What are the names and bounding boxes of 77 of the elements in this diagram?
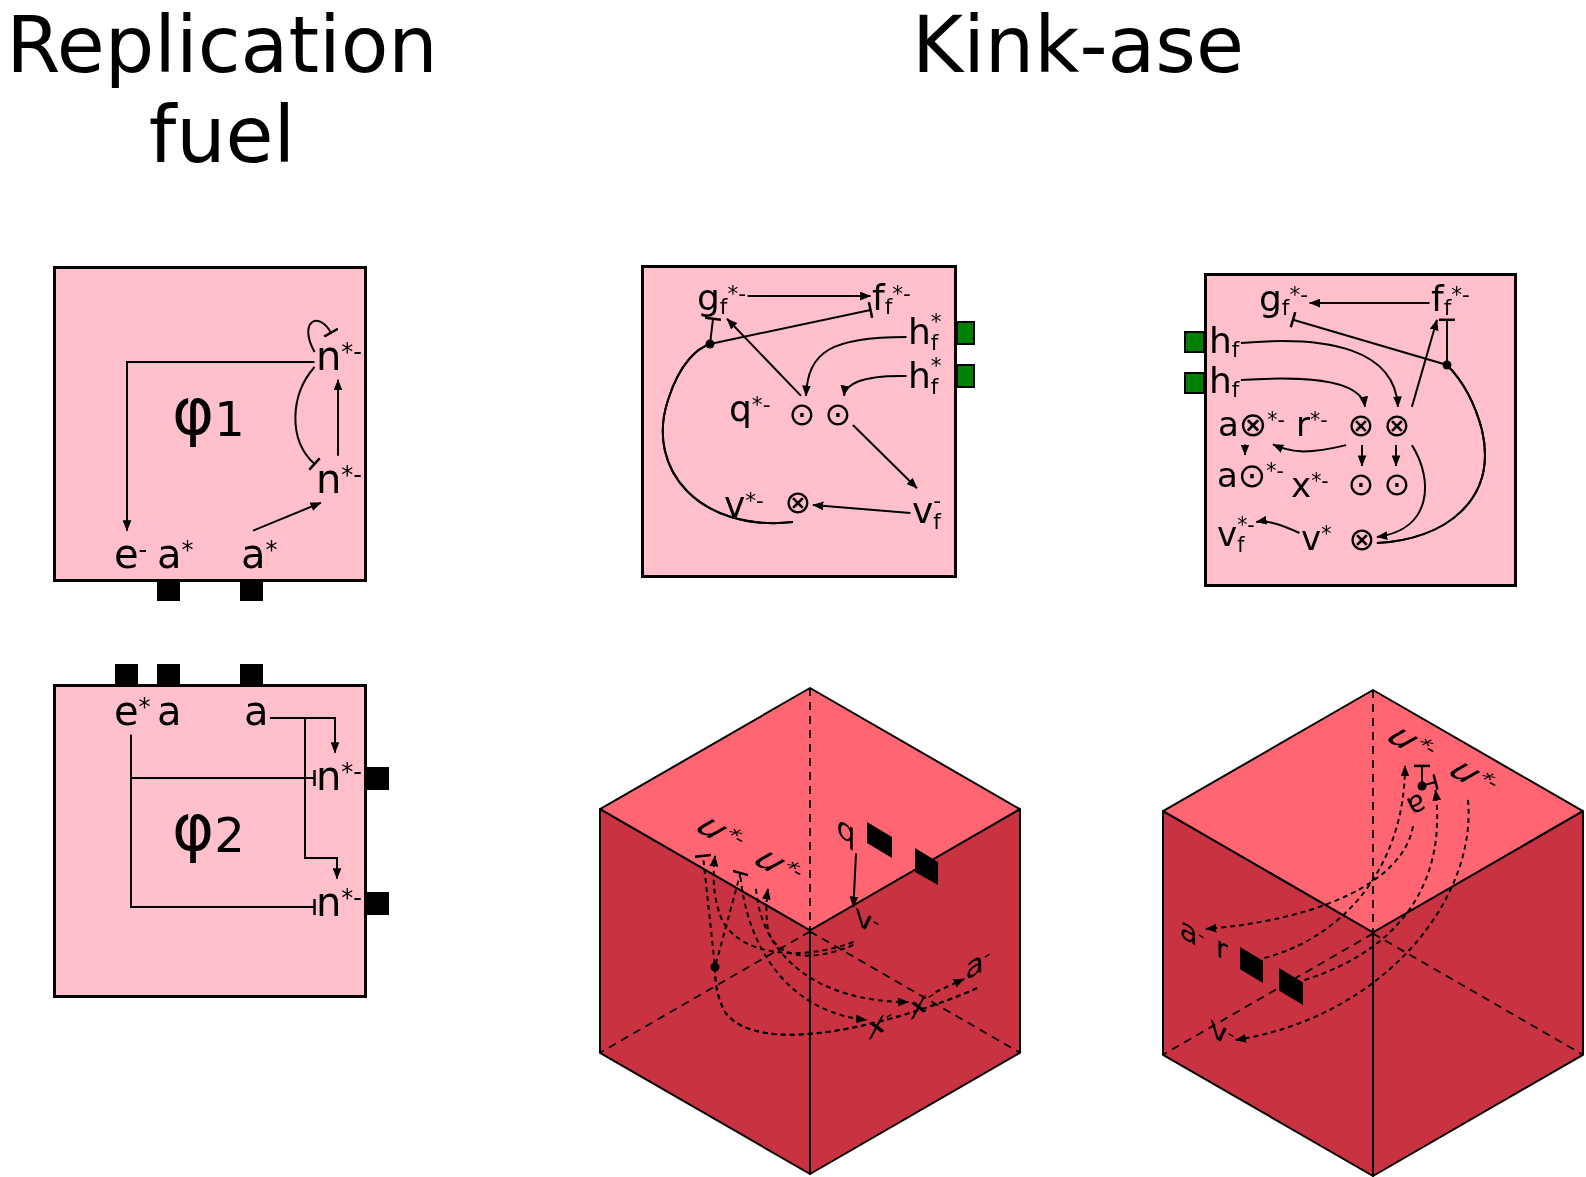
- dashed-arrow: [739, 876, 868, 1023]
- node-label: q: [836, 808, 856, 852]
- node-label: a$^{*}$: [157, 532, 194, 577]
- dashed-arrow: [709, 854, 855, 954]
- arrow: [1410, 318, 1439, 408]
- dashed-arrow: [1234, 798, 1470, 1043]
- node-label: e$^{-}$: [114, 532, 148, 577]
- node-label: e$^{*}$: [114, 689, 151, 734]
- arrow: [269, 717, 342, 880]
- arrow: [1391, 444, 1401, 467]
- node-label: r$^{*-}$: [1296, 405, 1328, 443]
- arrow: [849, 852, 859, 908]
- arrow: [1272, 443, 1348, 453]
- dashed-inhibition-line: [714, 869, 978, 1036]
- column-heading: Kink-ase: [911, 0, 1245, 90]
- dashed-arrow: [1263, 764, 1409, 959]
- dashed-arrow: [1204, 825, 1414, 933]
- node-label: r: [1215, 927, 1229, 969]
- node-label: a$^{-}$: [965, 939, 991, 987]
- circled-cross-symbol: ⊗: [1383, 408, 1411, 444]
- arrow: [1357, 444, 1367, 467]
- panel: [641, 265, 957, 578]
- arrow: [1375, 444, 1426, 540]
- node-label: a: [157, 689, 182, 734]
- inhibition-line: [307, 319, 339, 353]
- inhibition-line: [661, 300, 874, 525]
- node-label: v$^{*-}$: [724, 484, 764, 525]
- arrow: [811, 501, 912, 514]
- circled-cross-symbol: ⊗: [1348, 522, 1376, 558]
- node-label: a$^{*}$: [241, 532, 278, 577]
- column-heading: Replication fuel: [5, 0, 439, 180]
- dashed-arrow: [762, 887, 855, 957]
- node-label: h$_{f}$: [1209, 320, 1240, 361]
- node-label: a⊗$^{*-}$: [1218, 405, 1285, 443]
- node-label: a: [1401, 787, 1433, 825]
- node-label: v$^{-}$: [854, 896, 880, 944]
- node-label: v$^{*}$: [1301, 519, 1332, 557]
- arrow: [841, 374, 908, 397]
- node-label: v$^{-}$: [1209, 1008, 1235, 1056]
- node-label: q$^{*-}$: [729, 388, 771, 429]
- node-label: n$^{*-}$: [316, 334, 363, 379]
- panel: [1204, 273, 1517, 587]
- inhibition-line: [1289, 310, 1486, 544]
- circled-dot-symbol: ⊙: [1383, 467, 1411, 503]
- arrow: [122, 361, 316, 532]
- node-label: h$_{f}$: [1209, 360, 1240, 401]
- circled-dot-symbol: ⊙: [824, 397, 852, 433]
- node-label: n$^{*-}$: [316, 880, 363, 925]
- node-label: x$^{*-}$: [1291, 466, 1329, 504]
- arrow: [851, 424, 918, 490]
- arrow: [726, 317, 802, 397]
- arrow: [1239, 377, 1367, 408]
- inhibition-line: [294, 366, 322, 471]
- node-label: x$^{-}$: [867, 999, 893, 1047]
- arrow: [1240, 443, 1250, 456]
- dashed-arrow: [934, 978, 966, 993]
- node-label: n$^{*-}$: [316, 457, 363, 502]
- panel: [53, 684, 367, 998]
- inhibition-line: [130, 733, 316, 917]
- circled-cross-symbol: ⊗: [1347, 408, 1375, 444]
- circled-dot-symbol: ⊙: [788, 397, 816, 433]
- arrow: [746, 291, 872, 301]
- arrow: [252, 501, 322, 532]
- arrow: [1239, 340, 1401, 408]
- node-label: a: [244, 689, 269, 734]
- circled-dot-symbol: ⊙: [1347, 467, 1375, 503]
- node-label: a⊙$^{*-}$: [1217, 456, 1284, 494]
- arrow: [802, 336, 908, 397]
- dashed-arrow: [755, 887, 910, 1006]
- node-label: n$^{*-}$: [316, 754, 363, 799]
- arrow: [333, 378, 343, 457]
- panel: [53, 266, 367, 582]
- circled-cross-symbol: ⊗: [784, 485, 812, 521]
- dashed-arrow: [1303, 789, 1441, 981]
- arrow: [1255, 516, 1301, 534]
- node-label: a$^{-}$: [1179, 909, 1205, 957]
- arrow: [1308, 298, 1431, 308]
